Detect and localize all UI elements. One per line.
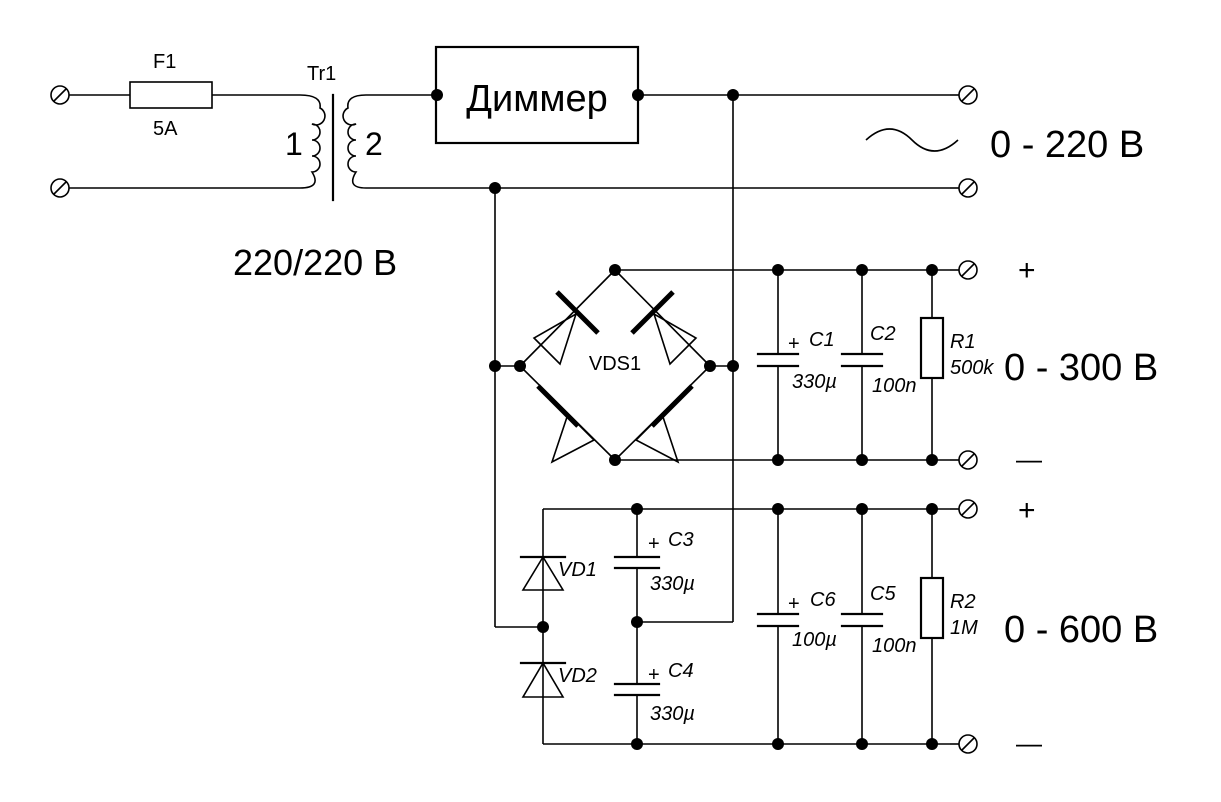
capacitor-c5 [840,612,884,628]
bridge-ref-label: VDS1 [589,353,641,375]
capacitor-c6 [756,612,800,628]
c6-value-label: 100µ [792,629,837,651]
r2-ref-label: R2 [950,591,976,613]
r1-value-label: 500k [950,357,994,379]
c5-value-label: 100n [872,635,917,657]
dimmer-label: Диммер [466,78,607,120]
c3-value-label: 330µ [650,573,695,595]
main-wiring [366,94,950,628]
vd2-ref-label: VD2 [558,665,597,687]
dc300-plus-label: + [1018,254,1036,287]
ac-output-terminal-top[interactable] [950,85,978,105]
transformer-ratio-label: 220/220 В [233,242,397,283]
dc600-output-label: 0 - 600 В [1004,609,1158,651]
input-wiring [69,94,300,189]
c2-value-label: 100n [872,375,917,397]
bridge-rectifier-vds1 [519,269,711,464]
fuse-ref-label: F1 [153,51,176,73]
winding-primary-label: 1 [285,126,303,162]
junction-dots [431,89,938,750]
ac-wave-icon [865,128,959,152]
c1-plus-sign: + [788,333,800,355]
dc300-plus-terminal[interactable] [950,260,978,280]
c4-value-label: 330µ [650,703,695,725]
winding-secondary-label: 2 [365,126,383,162]
transformer-tr1 [299,93,438,202]
capacitor-c3 [613,555,661,570]
transformer-ref-label: Tr1 [307,63,336,85]
resistor-r1 [919,316,945,380]
dc600-plus-terminal[interactable] [950,499,978,519]
c4-plus-sign: + [648,664,660,686]
capacitor-c1 [756,352,800,368]
dc300-minus-label: — [1016,444,1042,474]
c1-ref-label: C1 [809,329,835,351]
c3-ref-label: C3 [668,529,694,551]
c4-ref-label: C4 [668,660,694,682]
dc300-output-label: 0 - 300 В [1004,347,1158,389]
c6-ref-label: C6 [810,589,836,611]
fuse-rating-label: 5A [153,118,178,140]
vd1-ref-label: VD1 [558,559,597,581]
input-terminal-top[interactable] [50,85,70,105]
fuse-f1 [129,81,213,109]
input-terminal-bottom[interactable] [50,178,70,198]
diode-vd2 [519,661,567,698]
dc600-minus-terminal[interactable] [950,734,978,754]
doubler-wiring [542,508,950,745]
c6-plus-sign: + [788,593,800,615]
dc300-minus-terminal[interactable] [950,450,978,470]
capacitor-c2 [840,352,884,368]
ac-output-label: 0 - 220 В [990,124,1144,166]
resistor-r2 [919,576,945,640]
r2-value-label: 1M [950,617,978,639]
c5-ref-label: C5 [870,583,896,605]
ac-output-terminal-bottom[interactable] [950,178,978,198]
dc600-minus-label: — [1016,728,1042,758]
r1-ref-label: R1 [950,331,976,353]
c2-ref-label: C2 [870,323,896,345]
c1-value-label: 330µ [792,371,837,393]
capacitor-c4 [613,682,661,697]
dc600-plus-label: + [1018,494,1036,527]
diode-vd1 [519,555,567,591]
c3-plus-sign: + [648,533,660,555]
